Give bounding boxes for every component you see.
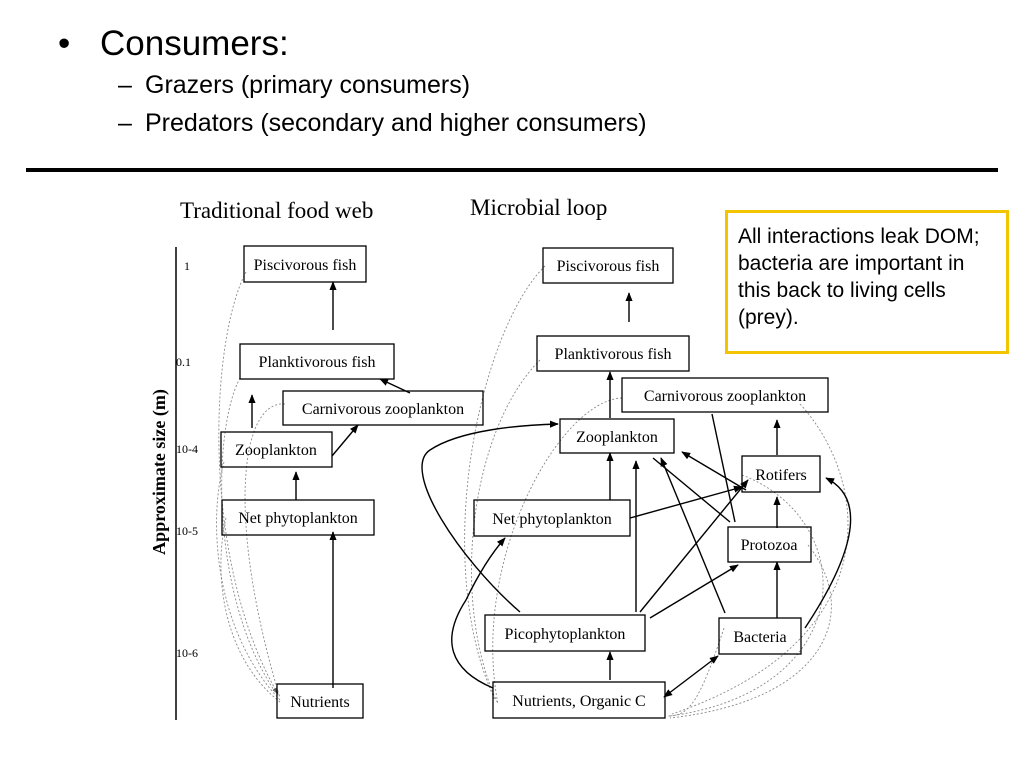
bullet-consumers: • Consumers: bbox=[58, 22, 647, 66]
m-node-zooplankton: Zooplankton bbox=[576, 429, 658, 446]
sub-bullet-marker: – bbox=[118, 71, 132, 99]
m-node-net-phytoplankton: Net phytoplankton bbox=[492, 511, 612, 528]
microbial-title: Microbial loop bbox=[470, 195, 607, 220]
m-node-rotifers: Rotifers bbox=[755, 467, 807, 484]
traditional-node-labels: Piscivorous fish Planktivorous fish Carn… bbox=[235, 257, 464, 711]
axis-label: Approximate size (m) bbox=[149, 389, 170, 555]
microbial-node-boxes bbox=[473, 247, 829, 719]
microbial-node-labels: Piscivorous fish Planktivorous fish Carn… bbox=[492, 258, 807, 710]
slide-bullets: • Consumers: –Grazers (primary consumers)… bbox=[58, 22, 647, 142]
microbial-leak-curves bbox=[464, 265, 849, 719]
m-node-bacteria: Bacteria bbox=[733, 629, 786, 646]
t-node-zooplankton: Zooplankton bbox=[235, 442, 317, 459]
sub-bullet-predators: –Predators (secondary and higher consume… bbox=[118, 104, 647, 142]
microbial-arrows bbox=[421, 292, 852, 698]
m-node-nutrients-organic-c: Nutrients, Organic C bbox=[512, 693, 645, 710]
divider-rule bbox=[26, 168, 998, 172]
callout-box: All interactions leak DOM; bacteria are … bbox=[725, 210, 1009, 354]
sub-bullet-grazers: –Grazers (primary consumers) bbox=[118, 66, 647, 104]
traditional-title: Traditional food web bbox=[180, 198, 373, 223]
traditional-arrows bbox=[248, 281, 411, 688]
traditional-leak-curves bbox=[216, 271, 286, 703]
sub-bullet-predators-text: Predators (secondary and higher consumer… bbox=[145, 109, 647, 137]
t-node-carnivorous-zooplankton: Carnivorous zooplankton bbox=[302, 401, 464, 418]
tick-10-5: 10-5 bbox=[176, 524, 198, 538]
m-node-planktivorous-fish: Planktivorous fish bbox=[555, 346, 672, 363]
m-node-protozoa: Protozoa bbox=[741, 537, 798, 554]
t-node-planktivorous-fish: Planktivorous fish bbox=[259, 354, 376, 371]
traditional-node-boxes bbox=[220, 245, 484, 719]
t-node-nutrients: Nutrients bbox=[290, 694, 350, 711]
m-node-piscivorous-fish: Piscivorous fish bbox=[557, 258, 660, 275]
bullet-marker: • bbox=[58, 24, 71, 63]
m-node-carnivorous-zooplankton: Carnivorous zooplankton bbox=[644, 388, 806, 405]
tick-0-1: 0.1 bbox=[176, 355, 191, 369]
sub-bullet-marker: – bbox=[118, 109, 132, 137]
t-node-net-phytoplankton: Net phytoplankton bbox=[238, 510, 358, 527]
sub-bullet-grazers-text: Grazers (primary consumers) bbox=[145, 71, 471, 99]
callout-text: All interactions leak DOM; bacteria are … bbox=[738, 225, 980, 329]
tick-1: 1 bbox=[184, 259, 190, 273]
bullet-consumers-text: Consumers: bbox=[100, 24, 289, 63]
m-node-picophytoplankton: Picophytoplankton bbox=[505, 626, 626, 643]
tick-10-6: 10-6 bbox=[176, 646, 198, 660]
t-node-piscivorous-fish: Piscivorous fish bbox=[254, 257, 357, 274]
tick-10-4: 10-4 bbox=[176, 442, 198, 456]
